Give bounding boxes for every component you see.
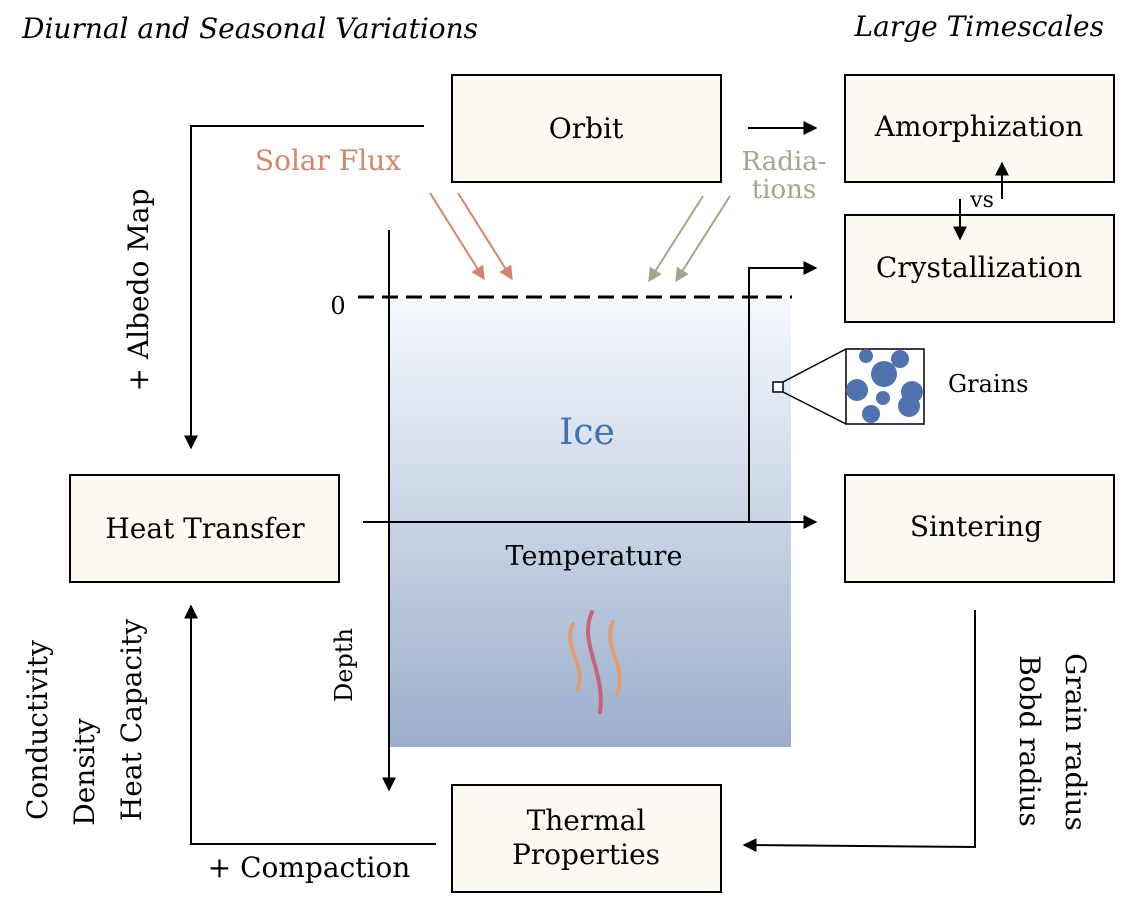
grain-circle [871, 361, 897, 387]
solar-flux-ray-2 [457, 192, 513, 281]
albedo-map-label: + Albedo Map [122, 189, 155, 392]
grain-circle [862, 405, 880, 423]
crystallization-box [844, 214, 1115, 323]
compaction-path-arrow [184, 604, 436, 845]
grain-circle [846, 379, 868, 401]
thermal-properties-label-line1: Thermal [527, 804, 646, 837]
heat-wave-icon [568, 610, 622, 714]
grains-label: Grains [948, 370, 1028, 398]
orbit-label: Orbit [549, 112, 624, 145]
heat-transfer-label: Heat Transfer [105, 512, 305, 545]
grain-circle [859, 349, 873, 363]
sintering-to-thermal-arrow [742, 610, 976, 853]
thermal-properties-label-line2: Properties [512, 838, 660, 871]
magnifier-line-bottom [782, 391, 847, 425]
radiations-label-line2: tions [752, 175, 817, 205]
depth-label: Depth [330, 628, 358, 702]
grain-circle [898, 395, 920, 417]
surface-zero-label: 0 [330, 292, 345, 320]
grain-circles [846, 349, 923, 423]
crystallization-label: Crystallization [876, 251, 1082, 284]
header-right: Large Timescales [854, 10, 1104, 43]
conductivity-label: Conductivity [21, 640, 54, 820]
radiation-ray-1 [648, 195, 704, 283]
thermal-properties-box [451, 784, 722, 893]
amorphization-box [844, 74, 1115, 183]
radiations-label-line1: Radia- [742, 147, 827, 177]
grain-circle [876, 391, 890, 405]
magnifier-line-top [782, 348, 847, 383]
sintering-label: Sintering [910, 510, 1042, 543]
heat-transfer-box [69, 474, 340, 583]
heat-capacity-label: Heat Capacity [115, 619, 148, 821]
grain-sample-marker [772, 381, 784, 393]
amorphization-label: Amorphization [874, 110, 1083, 143]
solar-flux-ray-1 [429, 192, 485, 281]
bond-radius-label: Bobd radius [1013, 655, 1046, 827]
compaction-label: + Compaction [208, 851, 411, 884]
ice-label: Ice [559, 412, 615, 453]
temperature-label: Temperature [506, 541, 683, 572]
grain-radius-label: Grain radius [1059, 653, 1092, 831]
density-label: Density [68, 718, 101, 826]
vs-label: vs [969, 188, 994, 213]
radiation-ray-2 [675, 195, 731, 283]
crystallization-branch-arrow [748, 261, 818, 522]
grain-circle [891, 350, 909, 368]
solar-flux-label: Solar Flux [255, 144, 401, 177]
albedo-path-arrow [184, 125, 424, 450]
orbit-box [451, 74, 722, 183]
header-left: Diurnal and Seasonal Variations [21, 12, 478, 45]
sintering-box [844, 474, 1115, 583]
